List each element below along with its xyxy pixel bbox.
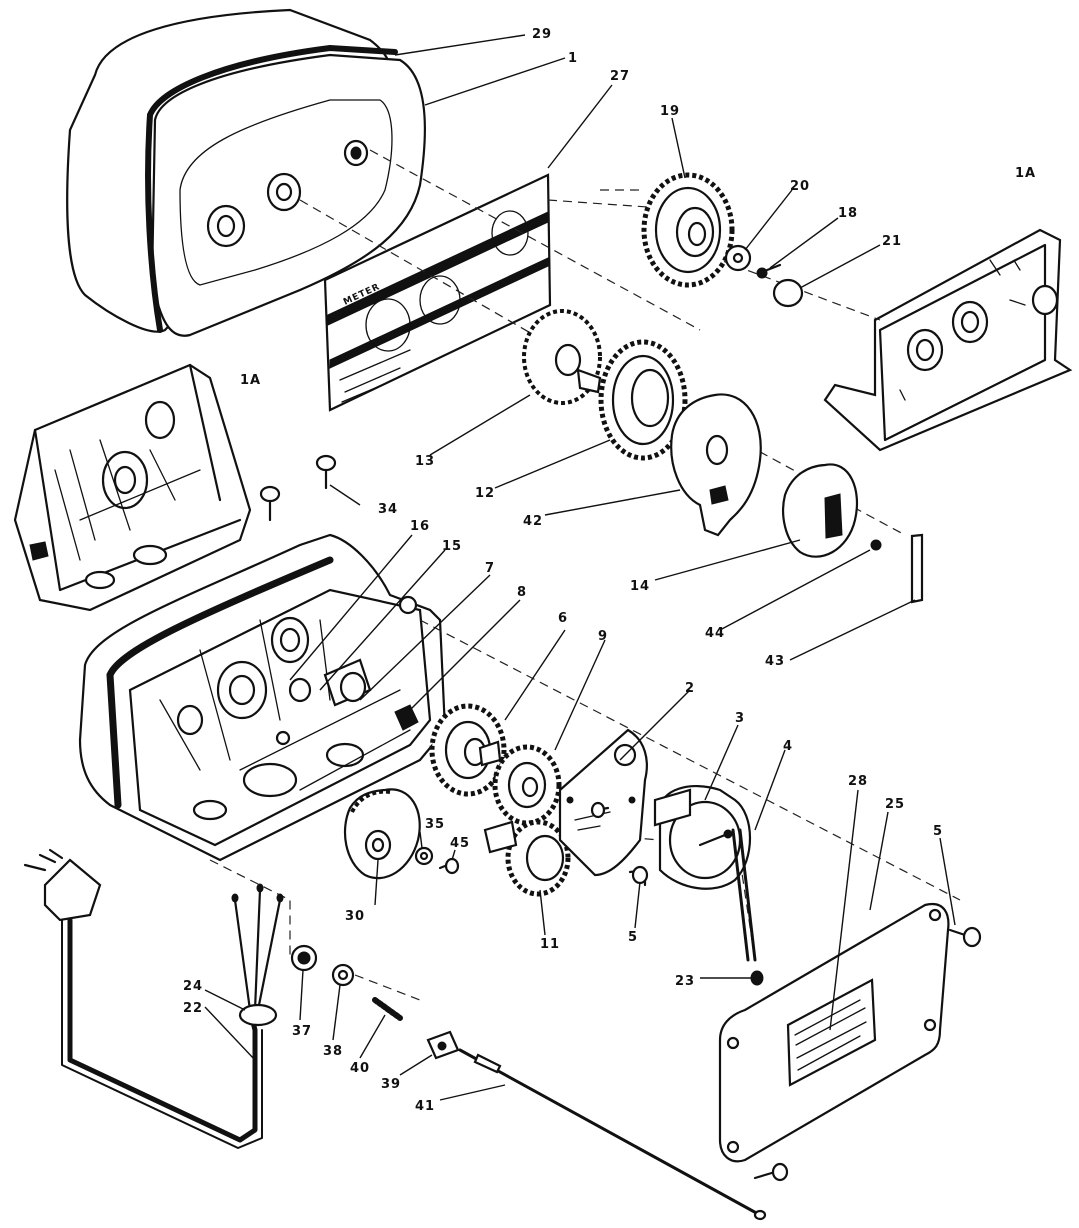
label-38: 38 bbox=[323, 1044, 343, 1059]
label-45: 45 bbox=[450, 836, 470, 851]
label-39: 39 bbox=[381, 1077, 401, 1092]
front-cover bbox=[66, 8, 426, 337]
label-1a-top: 1A bbox=[1015, 166, 1036, 181]
label-41: 41 bbox=[415, 1099, 435, 1114]
label-plate: METER bbox=[323, 173, 552, 412]
cam-30 bbox=[343, 788, 421, 880]
label-21: 21 bbox=[882, 234, 902, 249]
gear-12 bbox=[598, 339, 688, 461]
cover-plate-25 bbox=[718, 902, 950, 1182]
label-18: 18 bbox=[838, 206, 858, 221]
label-22: 22 bbox=[183, 1001, 203, 1016]
nut-38 bbox=[331, 963, 355, 987]
label-2: 2 bbox=[685, 681, 695, 696]
label-12: 12 bbox=[475, 486, 495, 501]
label-20: 20 bbox=[790, 179, 810, 194]
label-16: 16 bbox=[410, 519, 430, 534]
washer-20 bbox=[724, 244, 752, 272]
leader-lines bbox=[204, 34, 956, 1101]
motor-wires bbox=[731, 828, 757, 962]
power-cord bbox=[23, 848, 284, 1149]
label-44: 44 bbox=[705, 626, 725, 641]
shaft-43 bbox=[910, 533, 924, 604]
label-43: 43 bbox=[765, 654, 785, 669]
screw-45 bbox=[438, 857, 460, 875]
screw-5-mid bbox=[590, 801, 649, 887]
label-28: 28 bbox=[848, 774, 868, 789]
label-25: 25 bbox=[885, 797, 905, 812]
plate-2 bbox=[558, 728, 648, 877]
label-8: 8 bbox=[517, 585, 527, 600]
gear-11 bbox=[483, 819, 571, 897]
gear-19 bbox=[641, 172, 735, 288]
label-34: 34 bbox=[378, 502, 398, 517]
rod-41 bbox=[458, 1048, 767, 1221]
label-42: 42 bbox=[523, 514, 543, 529]
label-23: 23 bbox=[675, 974, 695, 989]
bushing-37 bbox=[290, 944, 318, 972]
cap-21 bbox=[772, 278, 804, 308]
label-1: 1 bbox=[568, 51, 578, 66]
label-24: 24 bbox=[183, 979, 203, 994]
label-30: 30 bbox=[345, 909, 365, 924]
label-19: 19 bbox=[660, 104, 680, 119]
washer-39 bbox=[426, 1030, 460, 1060]
screw-23 bbox=[750, 970, 764, 986]
label-15: 15 bbox=[442, 539, 462, 554]
screws-34 bbox=[259, 454, 337, 522]
rear-housing-left bbox=[13, 363, 252, 612]
label-35: 35 bbox=[425, 817, 445, 832]
label-9: 9 bbox=[598, 629, 608, 644]
label-27: 27 bbox=[610, 69, 630, 84]
label-11: 11 bbox=[540, 937, 560, 952]
cam-14 bbox=[782, 463, 859, 558]
screw-44 bbox=[870, 539, 882, 551]
part-labels: 29 1 27 19 20 18 21 1A 1A 13 12 42 14 34… bbox=[183, 27, 1036, 1114]
label-3: 3 bbox=[735, 711, 745, 726]
screw-5-right bbox=[948, 926, 982, 948]
label-29: 29 bbox=[532, 27, 552, 42]
label-7: 7 bbox=[485, 561, 495, 576]
motor-3 bbox=[653, 785, 752, 890]
label-40: 40 bbox=[350, 1061, 370, 1076]
gear-6 bbox=[429, 703, 507, 797]
label-5-mid: 5 bbox=[628, 930, 638, 945]
gear-9 bbox=[492, 744, 562, 826]
spring-40 bbox=[372, 997, 403, 1021]
rear-housing-right bbox=[823, 228, 1073, 452]
screw-18 bbox=[756, 263, 782, 279]
label-1a-left: 1A bbox=[240, 373, 261, 388]
washer-35 bbox=[414, 846, 434, 866]
cam-13 bbox=[522, 309, 602, 405]
label-37: 37 bbox=[292, 1024, 312, 1039]
label-4: 4 bbox=[783, 739, 793, 754]
label-14: 14 bbox=[630, 579, 650, 594]
label-6: 6 bbox=[558, 611, 568, 626]
disc-42 bbox=[670, 393, 762, 537]
label-5-right: 5 bbox=[933, 824, 943, 839]
label-13: 13 bbox=[415, 454, 435, 469]
